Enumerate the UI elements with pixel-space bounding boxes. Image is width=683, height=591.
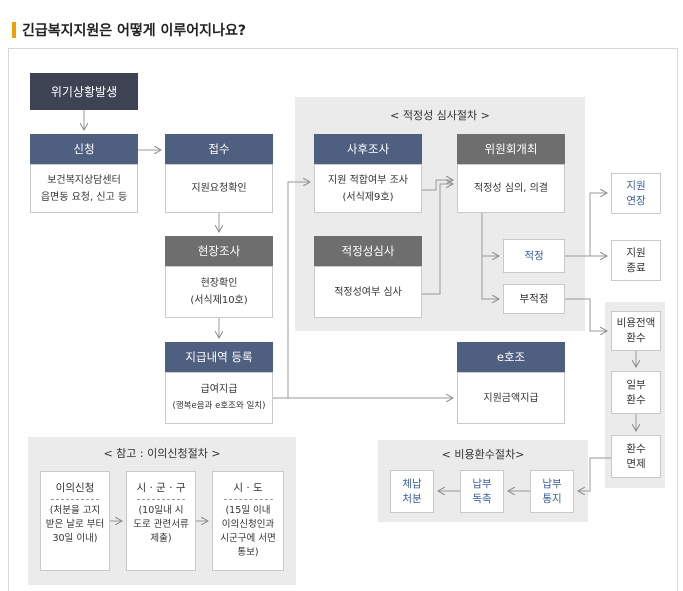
screening-body: 적정성여부 심사 xyxy=(314,266,422,318)
city-line2: 도로 관련서류 xyxy=(133,519,189,530)
committee-line1: 적정성 심의, 의결 xyxy=(474,183,548,194)
full-line2: 환수 xyxy=(626,332,646,344)
city-divider xyxy=(137,499,185,500)
field-body: 현장확인 (서식제10호) xyxy=(165,266,273,318)
apply-line2: 읍면동 요청, 신고 등 xyxy=(40,191,128,203)
arrow-exempt-to-notice xyxy=(578,457,611,491)
urge-line2: 독촉 xyxy=(472,492,492,505)
full-line1: 비용전액 xyxy=(616,317,656,329)
screening-header: 적정성심사 xyxy=(314,236,422,266)
field-line2: (서식제10호) xyxy=(190,295,248,306)
end-line1: 지원 xyxy=(626,246,646,259)
notice-line2: 통지 xyxy=(542,492,562,505)
diagram-frame xyxy=(8,48,678,591)
objection-title: 이의신청 xyxy=(55,482,95,494)
province-line2: 이의신청인과 xyxy=(221,519,275,530)
title-accent-bar xyxy=(12,22,16,38)
reference-label: < 참고 : 이의신청절차 > xyxy=(103,447,221,460)
urge-line1: 납부 xyxy=(472,477,492,490)
arrow-post-to-committee xyxy=(422,180,453,191)
province-line1: (15일 이내 xyxy=(225,505,271,516)
inappropriate-box: 부적정 xyxy=(503,284,565,314)
province-box: 시 · 도 (15일 이내 이의신청인과 시군구에 서면 통보) xyxy=(212,471,284,571)
receive-line1: 지원요청확인 xyxy=(191,183,247,194)
arrears-disposition-box: 체납 처분 xyxy=(390,470,434,513)
arrow-committee-to-appropriate xyxy=(481,213,499,256)
objection-line2: 받은 날로 부터 xyxy=(45,519,105,530)
page-title: 긴급복지지원은 어떻게 이루어지나요? xyxy=(22,23,246,39)
appropriate-box: 적정 xyxy=(503,239,565,273)
objection-line1: (처분을 고지 xyxy=(49,505,101,516)
arrow-inappropriate-to-full xyxy=(565,298,607,331)
notice-line1: 납부 xyxy=(542,477,562,490)
arrears-line1: 체납 xyxy=(402,477,422,490)
apply-header: 신청 xyxy=(30,134,138,164)
objection-divider xyxy=(51,499,99,500)
end-line2: 종료 xyxy=(626,261,646,274)
extend-line2: 연장 xyxy=(626,194,646,207)
city-line1: (10일내 시 xyxy=(138,505,184,516)
apply-line1: 보건복지상담센터 xyxy=(47,174,121,186)
post-line2: (서식제9호) xyxy=(342,191,394,203)
committee-header: 위원회개최 xyxy=(457,134,565,164)
ehojo-body: 지원금액지급 xyxy=(457,372,565,424)
exempt-line2: 면제 xyxy=(626,457,646,470)
objection-line3: 30일 이내) xyxy=(52,533,98,544)
objection-box: 이의신청 (처분을 고지 받은 날로 부터 30일 이내) xyxy=(40,471,110,571)
crisis-box: 위기상황발생 xyxy=(30,73,138,110)
receive-body: 지원요청확인 xyxy=(165,164,273,213)
full-refund-box: 비용전액 환수 xyxy=(611,311,661,351)
arrears-line2: 처분 xyxy=(402,492,422,505)
ehojo-line1: 지원금액지급 xyxy=(483,392,539,404)
partial-line2: 환수 xyxy=(626,393,646,406)
payment-urge-box: 납부 독촉 xyxy=(460,470,504,513)
ehojo-header: e호조 xyxy=(457,342,565,372)
register-body: 급여지급 (행복e음과 e호조와 일치) xyxy=(165,372,273,424)
committee-body: 적정성 심의, 의결 xyxy=(457,164,565,213)
arrow-committee-to-inappropriate xyxy=(481,256,499,299)
province-divider xyxy=(223,499,273,500)
refund-procedure-label: < 비용환수절차> xyxy=(441,448,525,461)
apply-body: 보건복지상담센터 읍면동 요청, 신고 등 xyxy=(30,164,138,213)
city-title: 시 · 군 · 구 xyxy=(136,482,186,494)
register-line1: 급여지급 xyxy=(200,384,238,395)
screening-line1: 적정성여부 심사 xyxy=(334,286,402,298)
province-title: 시 · 도 xyxy=(233,482,263,494)
refund-exempt-box: 환수 면제 xyxy=(611,435,661,478)
review-procedure-label: < 적정성 심사절차 > xyxy=(390,109,490,122)
support-end-box: 지원 종료 xyxy=(611,240,661,281)
province-line3: 시군구에 서면 xyxy=(220,533,276,544)
partial-refund-box: 일부 환수 xyxy=(611,371,661,414)
payment-notice-box: 납부 통지 xyxy=(530,470,574,513)
register-line2: (행복e음과 e호조와 일치) xyxy=(172,401,266,411)
post-investigation-body: 지원 적합여부 조사 (서식제9호) xyxy=(314,164,422,213)
arrow-appropriate-to-extend xyxy=(565,193,607,257)
field-line1: 현장확인 xyxy=(200,278,238,289)
exempt-line1: 환수 xyxy=(626,442,646,455)
field-header: 현장조사 xyxy=(165,236,273,266)
partial-line1: 일부 xyxy=(626,378,646,391)
register-header: 지급내역 등록 xyxy=(165,342,273,372)
city-line3: 제출) xyxy=(150,533,172,544)
support-extend-box: 지원 연장 xyxy=(611,173,661,214)
post-line1: 지원 적합여부 조사 xyxy=(328,174,408,186)
post-investigation-header: 사후조사 xyxy=(314,134,422,164)
receive-header: 접수 xyxy=(165,134,273,164)
arrow-screening-to-committee xyxy=(422,184,453,295)
province-line4: 통보) xyxy=(237,547,259,558)
city-box: 시 · 군 · 구 (10일내 시 도로 관련서류 제출) xyxy=(126,471,196,571)
arrow-register-to-post xyxy=(287,182,310,398)
extend-line1: 지원 xyxy=(626,179,646,192)
